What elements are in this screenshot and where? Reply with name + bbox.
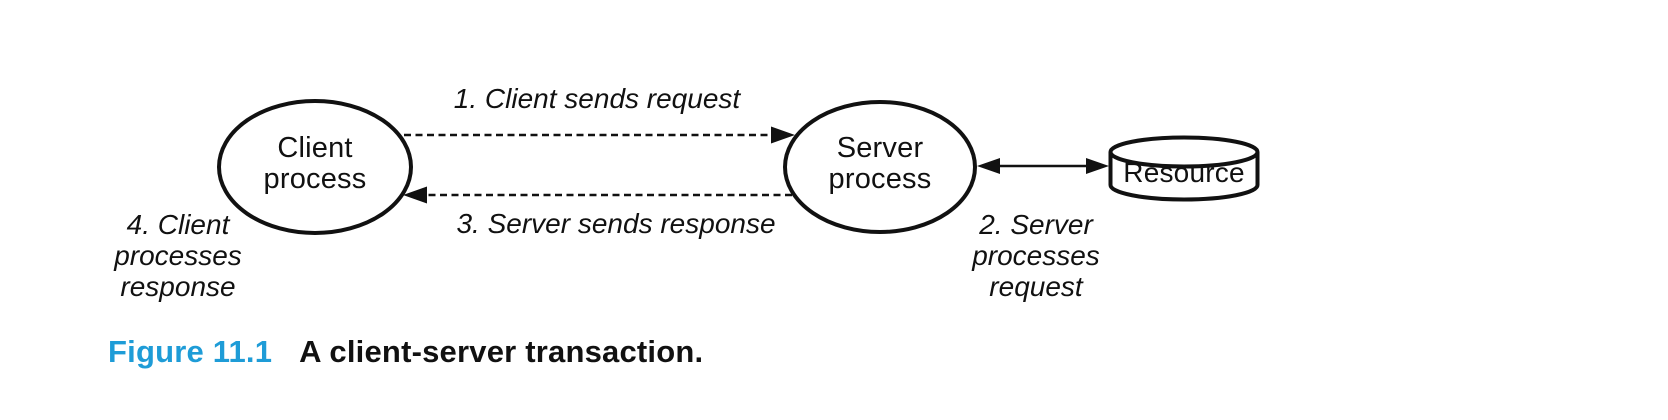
server-process-ellipse — [783, 100, 977, 234]
figure-caption-number: Figure 11.1 — [108, 334, 273, 369]
client-process-label: Client process — [263, 132, 367, 195]
resource-cylinder-top — [1108, 135, 1260, 169]
figure-caption: Figure 11.1 A client-server transaction. — [108, 334, 703, 370]
server-process-label: Server process — [828, 132, 932, 195]
annotation-step2-server-processes-request: 2. Server processes request — [972, 209, 1100, 302]
annotation-step4-client-processes-response: 4. Client processes response — [114, 209, 242, 302]
resource-label: Resource — [1123, 157, 1245, 188]
request-arrow-head — [771, 126, 795, 144]
annotation-step1-client-sends-request: 1. Client sends request — [453, 83, 741, 114]
resource-arrow-head-right — [1086, 158, 1109, 174]
figure-caption-text: A client-server transaction. — [299, 334, 704, 369]
client-process-ellipse — [217, 99, 413, 235]
response-arrow-head — [403, 186, 427, 204]
resource-arrow-head-left — [977, 158, 1000, 174]
annotation-step3-server-sends-response: 3. Server sends response — [456, 208, 776, 239]
